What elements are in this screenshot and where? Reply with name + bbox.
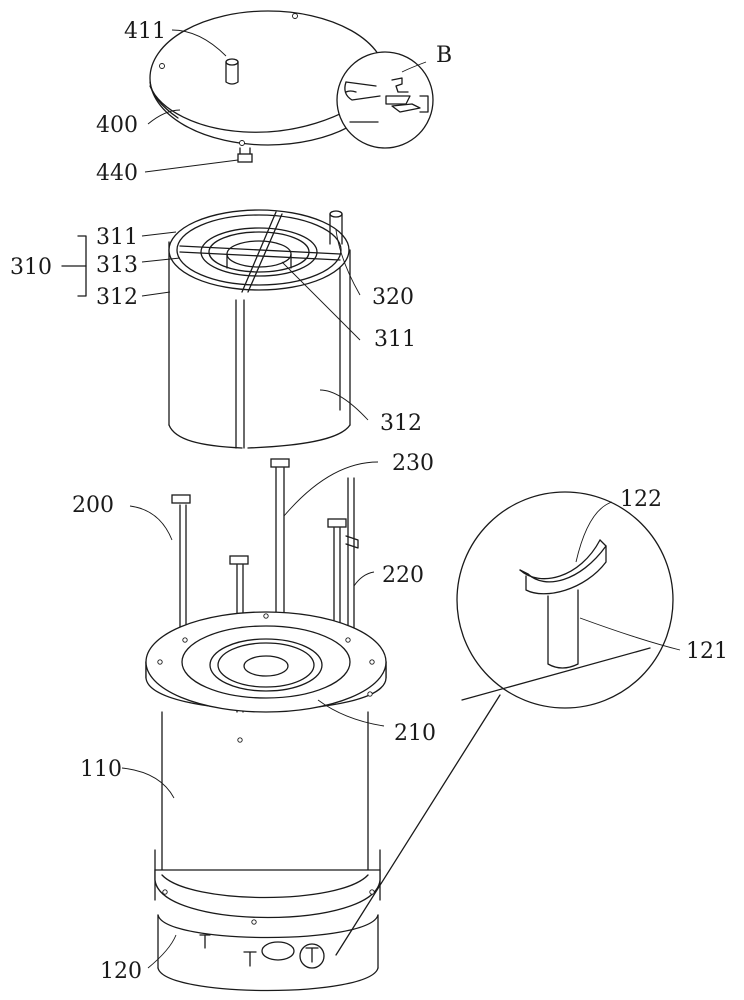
reference-labels: 411 400 440 B 311 310 313 312 320 311 31… <box>10 19 728 984</box>
label-122: 122 <box>620 487 662 512</box>
label-b: B <box>436 43 452 68</box>
label-310: 310 <box>10 255 52 280</box>
label-411: 411 <box>124 19 166 44</box>
label-230: 230 <box>392 451 434 476</box>
label-312-left: 312 <box>96 285 138 310</box>
label-220: 220 <box>382 563 424 588</box>
label-311-right: 311 <box>374 327 416 352</box>
rod-set-200 <box>171 458 359 713</box>
label-440: 440 <box>96 161 138 186</box>
shaft-320 <box>329 210 343 245</box>
base-cylinder-110 <box>145 611 387 992</box>
label-110: 110 <box>80 757 122 782</box>
label-210: 210 <box>394 721 436 746</box>
label-320: 320 <box>372 285 414 310</box>
label-200: 200 <box>72 493 114 518</box>
detail-circle-nozzle <box>335 491 674 956</box>
clip-440 <box>237 147 253 163</box>
detail-circle-b <box>336 51 434 149</box>
leader-lines <box>61 29 681 969</box>
label-312-right: 312 <box>380 411 422 436</box>
label-313: 313 <box>96 253 138 278</box>
label-120: 120 <box>100 959 142 984</box>
label-400: 400 <box>96 113 138 138</box>
label-311-top: 311 <box>96 225 138 250</box>
label-121: 121 <box>686 639 728 664</box>
post-411 <box>225 58 239 85</box>
rotor-assembly-310 <box>168 209 351 449</box>
